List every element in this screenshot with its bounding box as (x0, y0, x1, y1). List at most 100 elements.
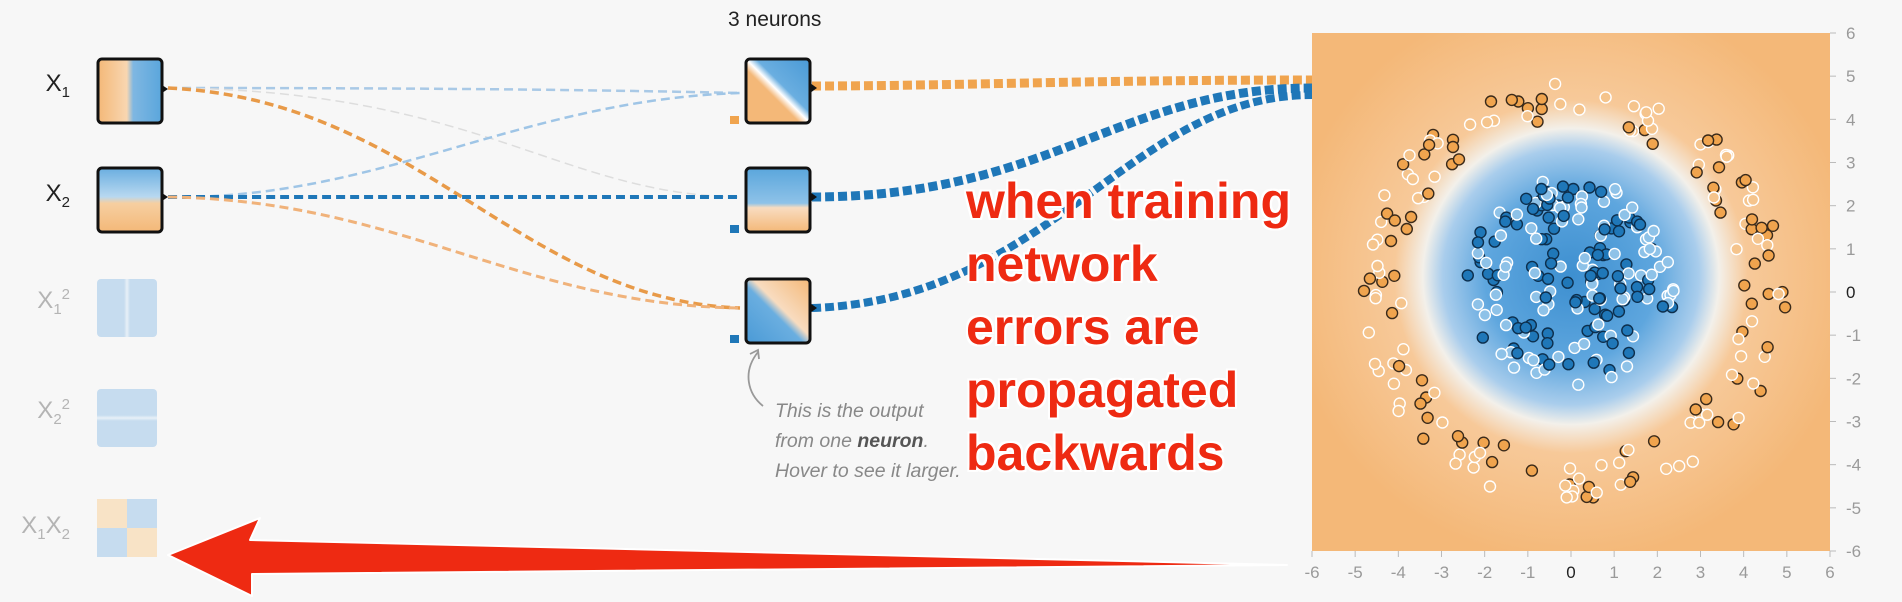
data-point (1497, 439, 1511, 452)
x-tick-label: 4 (1739, 563, 1748, 582)
data-point (1622, 443, 1635, 457)
feature-box-x2-squared[interactable] (97, 389, 157, 447)
data-point (1404, 210, 1418, 224)
data-point (1748, 257, 1762, 270)
feature-label-x2: X2 (45, 180, 70, 211)
feature-box-x2[interactable] (96, 166, 164, 234)
feature-box-x1x2[interactable] (97, 499, 157, 557)
data-point (1561, 191, 1575, 204)
y-tick-label: 5 (1846, 67, 1855, 86)
data-point (1484, 95, 1498, 108)
data-point (1732, 332, 1745, 346)
data-point (1560, 491, 1573, 504)
data-point (1647, 224, 1660, 238)
data-point (1542, 358, 1556, 371)
data-point (1473, 446, 1487, 459)
data-point (1378, 189, 1391, 202)
data-point (1645, 268, 1658, 281)
data-point (1477, 436, 1490, 449)
data-point (1746, 181, 1760, 194)
arrow-curved-icon (747, 348, 764, 407)
data-point (1380, 207, 1394, 220)
data-point (1575, 201, 1588, 214)
data-point (1392, 404, 1405, 418)
data-point (1422, 138, 1436, 152)
y-tick-label: 4 (1846, 110, 1855, 129)
data-point (1537, 304, 1550, 317)
data-point (1397, 343, 1410, 356)
data-point (1608, 182, 1622, 196)
neuron-box-1[interactable] (744, 57, 812, 125)
neuron-box-3[interactable] (744, 277, 812, 345)
data-point (1686, 455, 1700, 468)
link-n1-out (811, 75, 1313, 91)
data-point (1547, 222, 1561, 235)
training-annotation: when training network errors are propaga… (966, 170, 1291, 485)
y-tick-label: 0 (1846, 283, 1855, 302)
data-point (1720, 150, 1733, 163)
data-point (1612, 456, 1626, 469)
neuron-callout-text: This is the output from one neuron. Hove… (775, 400, 961, 482)
data-point (1527, 354, 1540, 367)
data-point (1542, 211, 1555, 224)
data-point (1761, 238, 1774, 252)
data-point (1646, 137, 1659, 151)
data-point (1535, 92, 1549, 106)
data-point (1374, 215, 1388, 229)
data-point (1647, 435, 1661, 448)
data-point (1620, 360, 1634, 373)
output-links (811, 75, 1313, 312)
neuron-1-handle (810, 83, 817, 93)
data-point (1714, 206, 1727, 219)
data-point (1761, 341, 1774, 354)
data-point (1599, 91, 1612, 104)
y-tick-label: -3 (1846, 413, 1861, 432)
data-point (1622, 267, 1635, 280)
data-point (1467, 461, 1480, 474)
y-tick-label: 2 (1846, 197, 1855, 216)
data-point (1519, 192, 1533, 206)
data-point (1554, 97, 1567, 111)
data-point (1417, 432, 1430, 445)
x-tick-label: -6 (1304, 563, 1319, 582)
x-tick-label: 5 (1782, 563, 1791, 582)
data-point (1366, 238, 1380, 251)
feature-box-x1-squared[interactable] (97, 279, 157, 337)
data-point (1421, 411, 1434, 424)
data-point (1622, 346, 1636, 360)
data-point (1689, 403, 1702, 416)
data-point (1625, 201, 1639, 214)
data-point (1612, 225, 1626, 238)
data-point (1631, 290, 1644, 303)
data-point (1529, 232, 1543, 245)
neuron-box-2[interactable] (744, 166, 812, 234)
neuron-1-bias[interactable] (730, 116, 739, 124)
link-x1-n2 (167, 87, 741, 198)
neuron-2-bias[interactable] (730, 225, 739, 233)
data-point (1556, 180, 1570, 193)
data-point (1552, 350, 1565, 364)
data-point (1449, 457, 1462, 470)
data-point (1451, 430, 1465, 443)
x-tick-label: -4 (1391, 563, 1406, 582)
data-point (1627, 99, 1641, 113)
data-point (1595, 459, 1608, 472)
y-tick-label: 3 (1846, 154, 1855, 173)
data-point (1692, 416, 1706, 429)
data-point (1446, 140, 1460, 154)
feature-box-x1[interactable] (96, 57, 164, 125)
data-point (1471, 236, 1485, 249)
input-feature-boxes (96, 57, 168, 557)
neuron-3-bias[interactable] (730, 335, 739, 343)
x-tick-label: 2 (1653, 563, 1662, 582)
data-point (1594, 185, 1608, 199)
feature-label-x1x2: X1X2 (21, 512, 70, 543)
y-tick-label: -2 (1846, 369, 1861, 388)
data-point (1495, 347, 1508, 361)
data-point (1521, 109, 1534, 123)
data-point (1591, 248, 1605, 262)
link-n3-out (811, 91, 1313, 312)
data-point (1499, 215, 1512, 228)
